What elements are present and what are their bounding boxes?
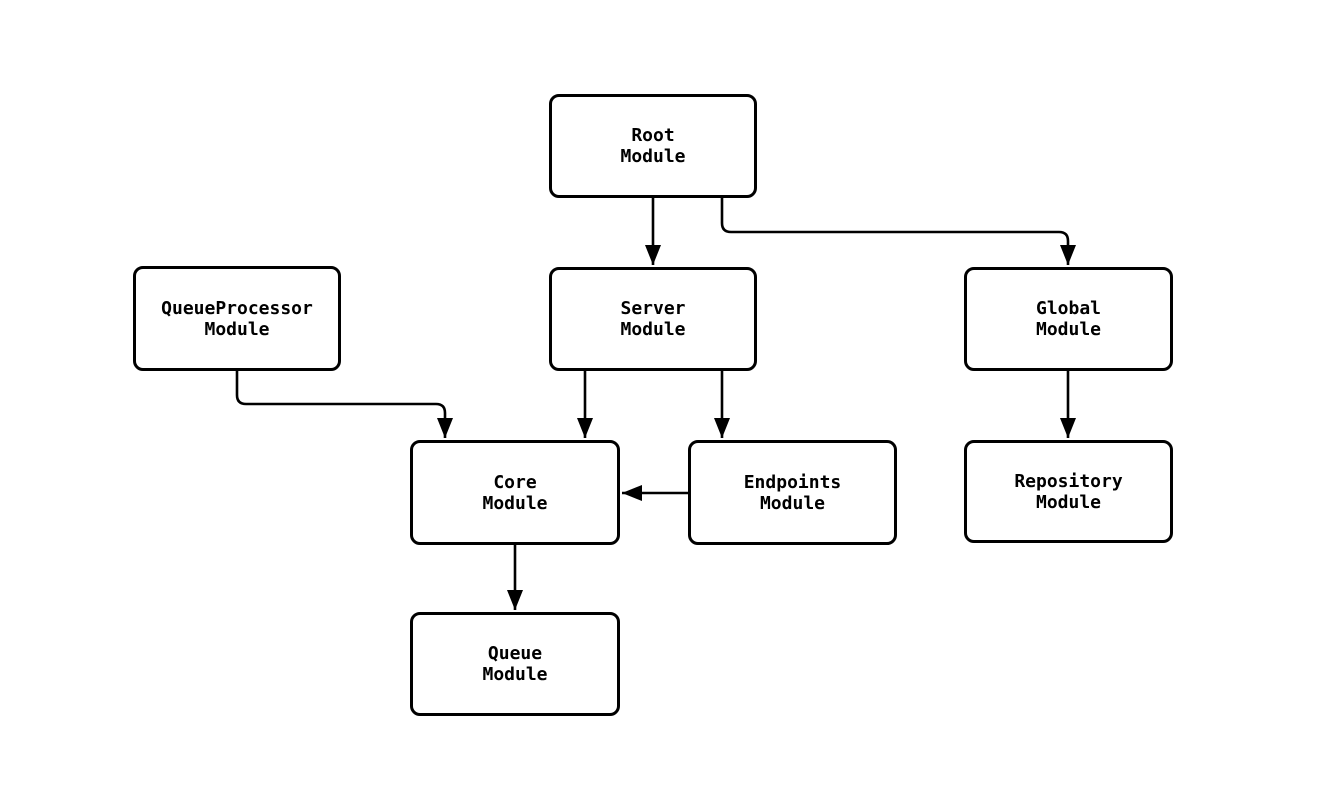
- node-label-root: Root Module: [620, 125, 686, 167]
- node-queueprocessor-module: QueueProcessor Module: [133, 266, 341, 371]
- node-root-module: Root Module: [549, 94, 757, 198]
- edges-group: [235, 198, 1076, 610]
- node-label-core: Core Module: [482, 471, 548, 514]
- node-server-module: Server Module: [549, 267, 757, 371]
- node-core-module: Core Module: [410, 440, 620, 545]
- node-label-endpoints: Endpoints Module: [743, 471, 842, 514]
- node-endpoints-module: Endpoints Module: [688, 440, 897, 545]
- node-label-queue: Queue Module: [482, 643, 548, 685]
- node-label-global: Global Module: [1035, 298, 1102, 340]
- node-repository-module: Repository Module: [964, 440, 1173, 543]
- edge-root-to-global: [720, 198, 1076, 265]
- node-label-repository: Repository Module: [1014, 470, 1123, 513]
- node-queue-module: Queue Module: [410, 612, 620, 716]
- edge-queueprocessor-to-core: [235, 371, 453, 438]
- node-global-module: Global Module: [964, 267, 1173, 371]
- node-label-queueprocessor: QueueProcessor Module: [161, 297, 313, 340]
- node-label-server: Server Module: [620, 298, 686, 340]
